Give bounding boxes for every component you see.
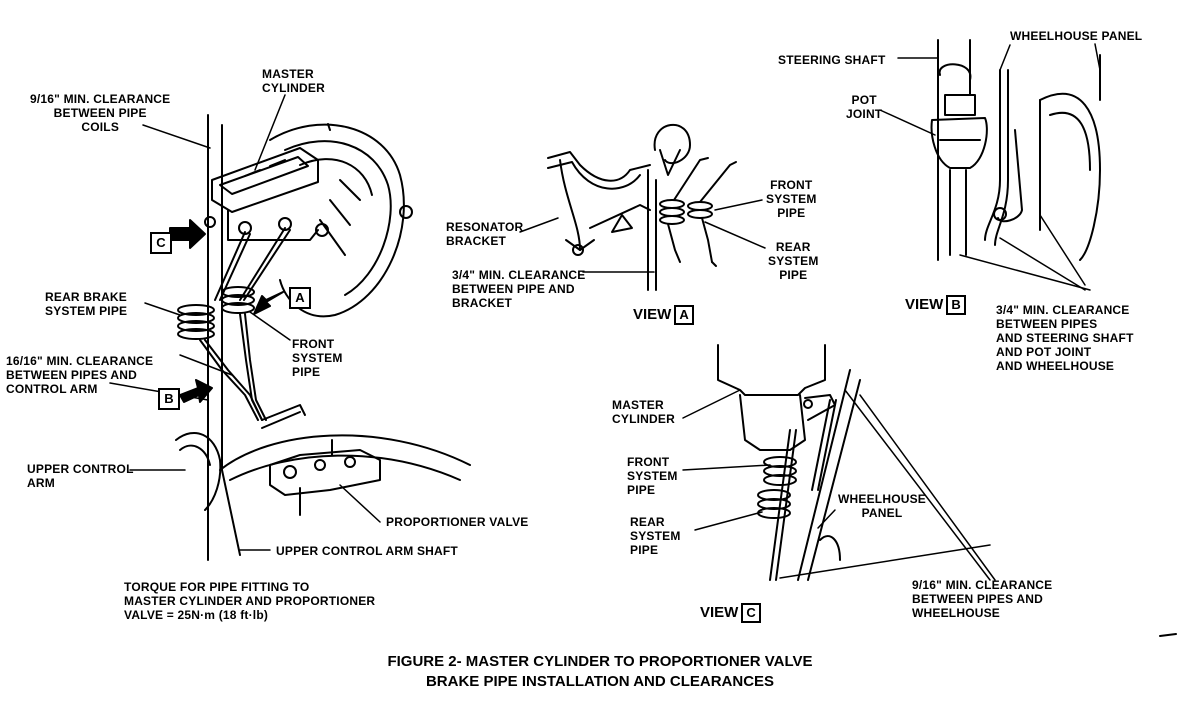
label-steering-shaft: STEERING SHAFT bbox=[778, 53, 886, 67]
view-b-tag: B bbox=[946, 295, 966, 315]
brake-booster bbox=[269, 123, 413, 318]
label-upper-control-arm-shaft: UPPER CONTROL ARM SHAFT bbox=[276, 544, 458, 558]
label-clearance-wheelhouse: 9/16" MIN. CLEARANCE BETWEEN PIPES AND W… bbox=[912, 578, 1053, 620]
label-wheelhouse-panel-b: WHEELHOUSE PANEL bbox=[1010, 29, 1143, 43]
caption-line-1: FIGURE 2- MASTER CYLINDER TO PROPORTIONE… bbox=[387, 653, 813, 670]
label-front-system-pipe-c: FRONT SYSTEM PIPE bbox=[627, 455, 678, 497]
proportioner-valve-shape bbox=[269, 439, 381, 516]
main-view-drawing bbox=[109, 94, 471, 561]
view-b-drawing bbox=[879, 39, 1101, 291]
figure-caption: FIGURE 2- MASTER CYLINDER TO PROPORTIONE… bbox=[300, 652, 900, 692]
caption-line-2: BRAKE PIPE INSTALLATION AND CLEARANCES bbox=[425, 673, 775, 690]
view-c-drawing bbox=[682, 344, 996, 581]
label-pot-joint: POT JOINT bbox=[846, 93, 883, 121]
label-resonator-bracket: RESONATOR BRACKET bbox=[446, 220, 524, 248]
label-rear-system-pipe-a: REAR SYSTEM PIPE bbox=[768, 240, 819, 282]
label-proportioner-valve: PROPORTIONER VALVE bbox=[386, 515, 529, 529]
label-front-system-pipe-a: FRONT SYSTEM PIPE bbox=[766, 178, 817, 220]
view-a-tag: A bbox=[674, 305, 694, 325]
main-brake-pipes bbox=[177, 227, 306, 429]
label-master-cylinder-main: MASTER CYLINDER bbox=[262, 67, 325, 95]
view-a-drawing bbox=[519, 123, 766, 291]
view-c-tag: C bbox=[741, 603, 761, 623]
upper-control-arm-shape bbox=[175, 431, 471, 511]
label-clearance-bracket: 3/4" MIN. CLEARANCE BETWEEN PIPE AND BRA… bbox=[452, 268, 586, 310]
label-front-system-pipe-main: FRONT SYSTEM PIPE bbox=[292, 337, 343, 379]
master-cylinder bbox=[204, 147, 329, 241]
label-wheelhouse-panel-c: WHEELHOUSE PANEL bbox=[838, 492, 927, 520]
label-master-cylinder-c: MASTER CYLINDER bbox=[612, 398, 675, 426]
label-clearance-control-arm: 16/16" MIN. CLEARANCE BETWEEN PIPES AND … bbox=[6, 354, 154, 396]
label-clearance-shaft: 3/4" MIN. CLEARANCE BETWEEN PIPES AND ST… bbox=[996, 303, 1134, 373]
label-torque-note: TORQUE FOR PIPE FITTING TO MASTER CYLIND… bbox=[124, 580, 376, 622]
arrow-tag-c: C bbox=[150, 232, 172, 254]
label-rear-brake-system-pipe: REAR BRAKE SYSTEM PIPE bbox=[45, 290, 128, 318]
label-rear-system-pipe-c: REAR SYSTEM PIPE bbox=[630, 515, 681, 557]
label-upper-control-arm: UPPER CONTROL ARM bbox=[27, 462, 134, 490]
arrow-tag-b: B bbox=[158, 388, 180, 410]
label-clearance-coils: 9/16" MIN. CLEARANCE BETWEEN PIPE COILS bbox=[30, 92, 171, 134]
arrow-tag-a: A bbox=[289, 287, 311, 309]
